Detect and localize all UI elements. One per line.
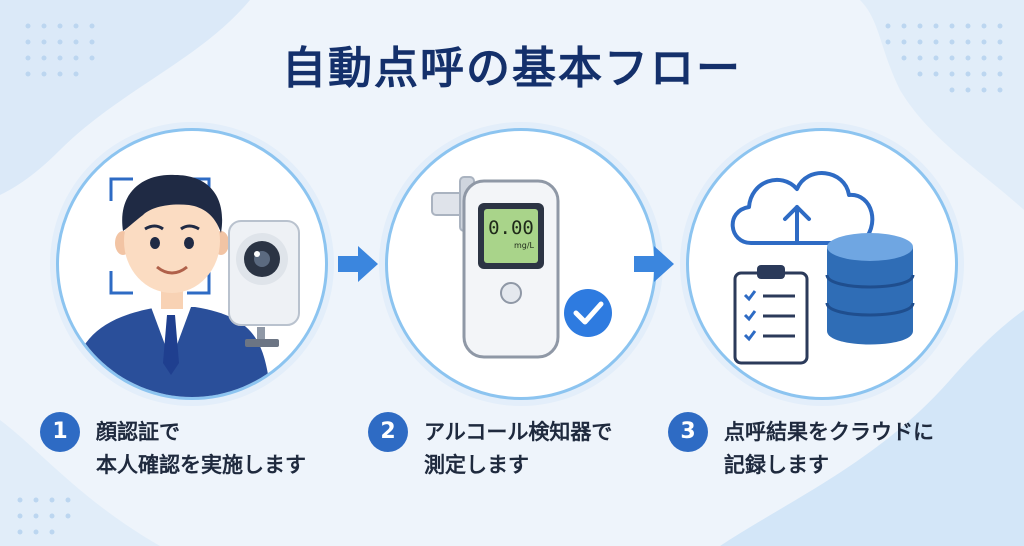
arrow-right-icon [634,246,674,282]
step-number-badge: 3 [668,412,708,452]
step-text-line: 本人確認を実施します [96,453,306,477]
breathalyzer-icon [431,176,560,359]
face-recognition-illustration [56,128,328,400]
cloud-upload-icon [730,171,875,245]
breathalyzer-illustration: 0.00 mg/L [385,128,657,400]
step-description: 点呼結果をクラウドに 記録します [724,416,934,482]
breathalyzer-unit: mg/L [513,241,534,250]
arrow-right-icon [338,246,378,282]
step-number-badge: 1 [40,412,80,452]
person-face-icon [115,174,229,293]
check-badge-icon [564,289,612,337]
clipboard-checklist-icon [733,265,809,365]
camera-icon [228,220,300,347]
page-title: 自動点呼の基本フロー [282,43,742,94]
breathalyzer-reading: 0.00 [488,217,534,239]
step-number-badge: 2 [368,412,408,452]
step-text-line: 記録します [724,453,829,477]
step-text-line: 顔認証で [96,420,180,444]
step-text-line: 点呼結果をクラウドに [724,420,934,444]
database-icon [825,233,915,345]
step-text-line: アルコール検知器で [424,420,613,444]
step-description: 顔認証で 本人確認を実施します [96,416,306,482]
step-text-line: 測定します [424,453,529,477]
step-description: アルコール検知器で 測定します [424,416,612,482]
cloud-record-illustration [686,128,958,400]
